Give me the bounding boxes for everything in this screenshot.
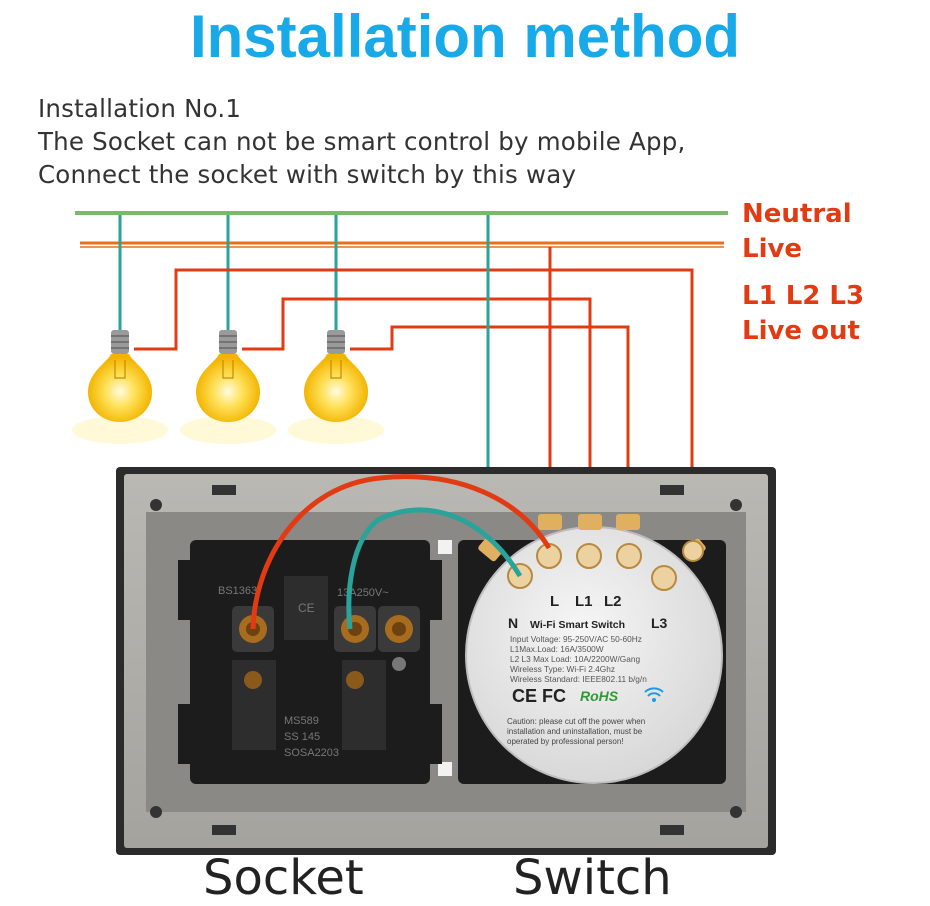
spec-line-3: L2 L3 Max Load: 10A/2200W/Gang xyxy=(510,654,640,664)
switch-terminals xyxy=(478,514,706,591)
light-bulb-icon xyxy=(72,330,168,444)
live-jumper-wire xyxy=(250,474,552,630)
caution-line-1: Caution: please cut off the power when xyxy=(507,717,645,726)
switch-name-label: Wi-Fi Smart Switch xyxy=(530,619,625,631)
outputs-label: L1 L2 L3 xyxy=(742,281,865,311)
socket-bs-mark: BS1363 xyxy=(218,585,257,597)
rohs-mark: RoHS xyxy=(580,688,619,704)
switch-label: Switch xyxy=(513,850,672,906)
socket-ms-mark: MS589 xyxy=(284,715,319,727)
spec-line-1: Input Voltage: 95-250V/AC 50-60Hz xyxy=(510,634,642,644)
intro-line-2: The Socket can not be smart control by m… xyxy=(38,127,686,156)
l3-out-wire xyxy=(350,325,630,520)
light-bulb-icon xyxy=(180,330,276,444)
socket-ce-mark: CE xyxy=(298,601,315,615)
intro-line-3: Connect the socket with switch by this w… xyxy=(38,160,577,189)
spec-line-5: Wireless Standard: IEEE802.11 b/g/n xyxy=(510,674,647,684)
page-title: Installation method xyxy=(189,3,741,70)
socket-sosa-mark: SOSA2203 xyxy=(284,747,339,759)
socket-rating-mark: 13A250V~ xyxy=(337,587,389,599)
intro-text: Installation No.1 The Socket can not be … xyxy=(38,92,685,191)
light-bulb-icon xyxy=(288,330,384,444)
terminal-l2-label: L2 xyxy=(604,593,622,610)
switch-housing xyxy=(458,526,726,784)
caution-line-2: installation and uninstallation, must be xyxy=(507,727,643,736)
terminal-l3-label: L3 xyxy=(651,615,668,631)
terminal-n-label: N xyxy=(508,615,518,631)
l2-out-wire xyxy=(242,297,592,520)
neutral-label: Neutral xyxy=(742,199,852,229)
neutral-jumper-wire xyxy=(346,507,523,630)
socket-body: BS1363 CE 13A250V~ MS589 SS 145 SOSA2203 xyxy=(178,540,442,784)
spec-line-2: L1Max.Load: 16A/3500W xyxy=(510,644,604,654)
spec-line-4: Wireless Type: Wi-Fi 2.4Ghz xyxy=(510,664,615,674)
intro-line-1: Installation No.1 xyxy=(38,94,242,123)
live-out-label: Live out xyxy=(742,316,860,346)
caution-line-3: operated by professional person! xyxy=(507,737,624,746)
terminal-l-label: L xyxy=(550,593,559,610)
l1-out-wire xyxy=(134,268,694,548)
wifi-icon xyxy=(644,687,664,702)
switch-label-area: L L1 L2 N Wi-Fi Smart Switch L3 Input Vo… xyxy=(507,593,668,746)
live-label: Live xyxy=(742,234,803,264)
socket-ss-mark: SS 145 xyxy=(284,731,320,743)
socket-label: Socket xyxy=(203,850,364,906)
terminal-l1-label: L1 xyxy=(575,593,593,610)
cert-marks: CE FC xyxy=(512,686,566,706)
